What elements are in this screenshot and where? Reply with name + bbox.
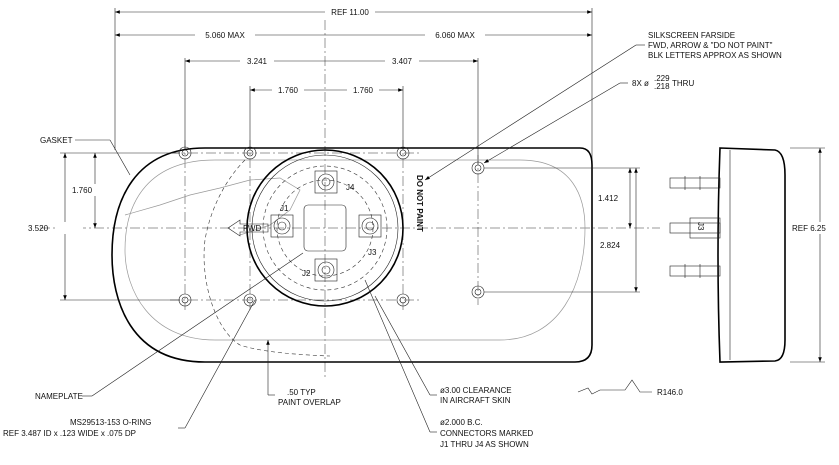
dim-vert-full-right: 2.824 [600, 241, 621, 250]
vertical-dimensions-left: 3.520 1.760 [28, 152, 180, 301]
side-view: J3 REF 6.25 R146.0 [577, 147, 835, 397]
connector-label-j2: J2 [302, 269, 311, 278]
callout-gasket: GASKET [40, 136, 73, 145]
fwd-marking: FWD [243, 224, 261, 233]
connector-label-j1: J1 [280, 204, 289, 213]
callout-holes-lower: .218 [654, 82, 670, 91]
horizontal-dimensions: REF 11.00 5.060 MAX 6.060 MAX 3.241 3.40… [114, 6, 593, 165]
dim-right-hole: 3.407 [392, 57, 413, 66]
dim-height-ref: REF 6.25 [792, 224, 826, 233]
callout-clearance-2: IN AIRCRAFT SKIN [440, 396, 511, 405]
dim-radius: R146.0 [657, 388, 683, 397]
paint-overlap-dim: .50 TYP PAINT OVERLAP [266, 340, 341, 407]
callout-nameplate: NAMEPLATE [35, 392, 83, 401]
dim-right-max: 6.060 MAX [435, 31, 475, 40]
callouts: NAMEPLATE MS29513-153 O-RING REF 3.487 I… [3, 31, 782, 449]
dim-vert-full-left: 3.520 [28, 224, 49, 233]
centerlines [40, 20, 660, 380]
dim-paint-overlap-1: .50 TYP [287, 388, 316, 397]
callout-bc-2: CONNECTORS MARKED [440, 429, 533, 438]
vertical-dimensions-right: 1.412 2.824 [484, 167, 640, 293]
dim-inner-right: 1.760 [353, 86, 374, 95]
connector-label-j3: J3 [368, 248, 377, 257]
side-connector-label: J3 [696, 222, 705, 231]
dim-left-hole: 3.241 [247, 57, 268, 66]
callout-silk-2: FWD, ARROW & "DO NOT PAINT" [648, 41, 773, 50]
fwd-arrow-icon [227, 219, 269, 237]
dim-paint-overlap-2: PAINT OVERLAP [278, 398, 341, 407]
callout-holes-upper: .229 [654, 74, 670, 83]
dim-vert-half-left: 1.760 [72, 186, 93, 195]
callout-holes-suffix: THRU [672, 79, 694, 88]
dim-left-max: 5.060 MAX [205, 31, 245, 40]
dim-inner-left: 1.760 [278, 86, 299, 95]
connector-label-j4: J4 [346, 183, 355, 192]
mounting-holes [178, 146, 485, 307]
callout-clearance-1: ø3.00 CLEARANCE [440, 386, 512, 395]
callout-silk-3: BLK LETTERS APPROX AS SHOWN [648, 51, 782, 60]
callout-oring-1: MS29513-153 O-RING [70, 418, 151, 427]
gasket-body: GASKET [40, 136, 593, 363]
callout-holes-prefix: 8X ø [632, 79, 649, 88]
callout-silk-1: SILKSCREEN FARSIDE [648, 31, 735, 40]
dim-overall: REF 11.00 [331, 8, 369, 17]
do-not-paint-marking: DO NOT PAINT [415, 175, 424, 232]
callout-bc-1: ø2.000 B.C. [440, 418, 483, 427]
callout-oring-2: REF 3.487 ID x .123 WIDE x .075 DP [3, 429, 136, 438]
dim-vert-half-right: 1.412 [598, 194, 619, 203]
connector-plate: J1 J2 J3 J4 FWD DO NOT PAINT [227, 149, 424, 307]
callout-bc-3: J1 THRU J4 AS SHOWN [440, 440, 529, 449]
